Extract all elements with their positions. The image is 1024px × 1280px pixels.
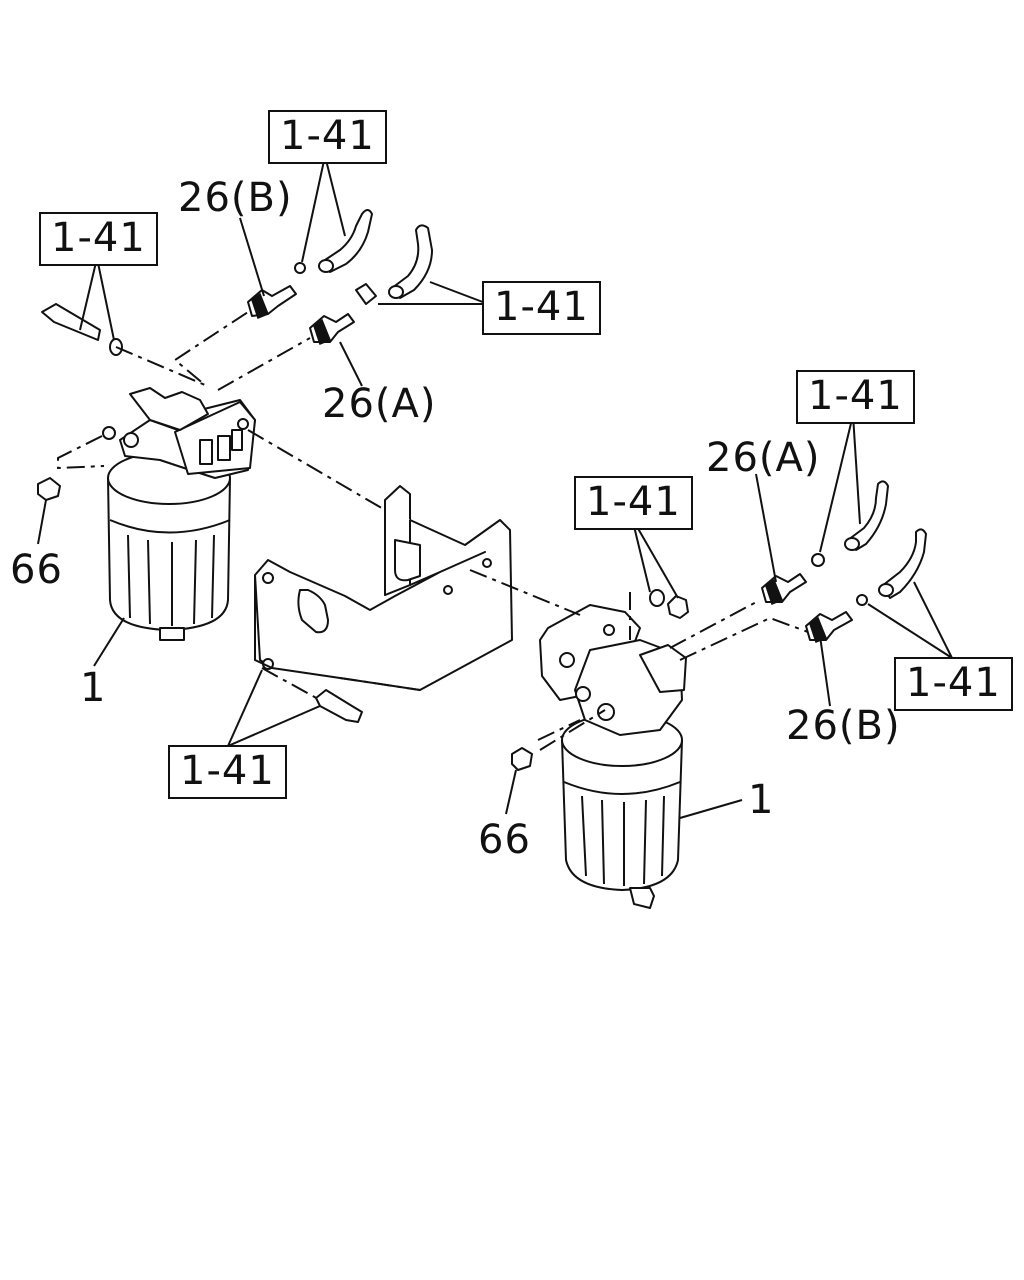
mounting-bracket [254, 485, 513, 691]
part-label-26a: 26(A) [706, 435, 821, 481]
part-label-66: 66 [478, 817, 531, 863]
hose-left-lower [388, 224, 433, 299]
nut-and-washer-right [649, 589, 689, 619]
part-label-1: 1 [748, 777, 775, 823]
left-fuel-filter [102, 387, 256, 641]
hose-clamps [294, 262, 868, 606]
hose-left-upper [318, 209, 373, 273]
right-fuel-filter [539, 604, 687, 909]
fitting-26a-left [309, 313, 355, 345]
fitting-26a-right [761, 573, 807, 605]
fitting-26b-left [247, 285, 297, 319]
hose-right-lower [878, 528, 927, 599]
reference-label-1-41: 1-41 [796, 370, 915, 424]
reference-label-1-41: 1-41 [168, 745, 287, 799]
part-label-26b: 26(B) [786, 703, 901, 749]
reference-label-1-41: 1-41 [268, 110, 387, 164]
reference-label-1-41: 1-41 [39, 212, 158, 266]
drain-plug-right [511, 747, 533, 771]
leader-lines [37, 155, 953, 819]
part-label-26a: 26(A) [322, 381, 437, 427]
assembly-lines [57, 311, 809, 751]
part-label-66: 66 [10, 547, 63, 593]
bolt-left [41, 303, 123, 356]
drain-plug-left [37, 477, 61, 501]
part-label-26b: 26(B) [178, 175, 293, 221]
reference-label-1-41: 1-41 [482, 281, 601, 335]
hose-right-upper [844, 480, 889, 551]
part-label-1: 1 [80, 665, 107, 711]
bolt-bracket [315, 689, 363, 723]
reference-label-1-41: 1-41 [894, 657, 1013, 711]
reference-label-1-41: 1-41 [574, 476, 693, 530]
fitting-26b-right [805, 611, 853, 643]
